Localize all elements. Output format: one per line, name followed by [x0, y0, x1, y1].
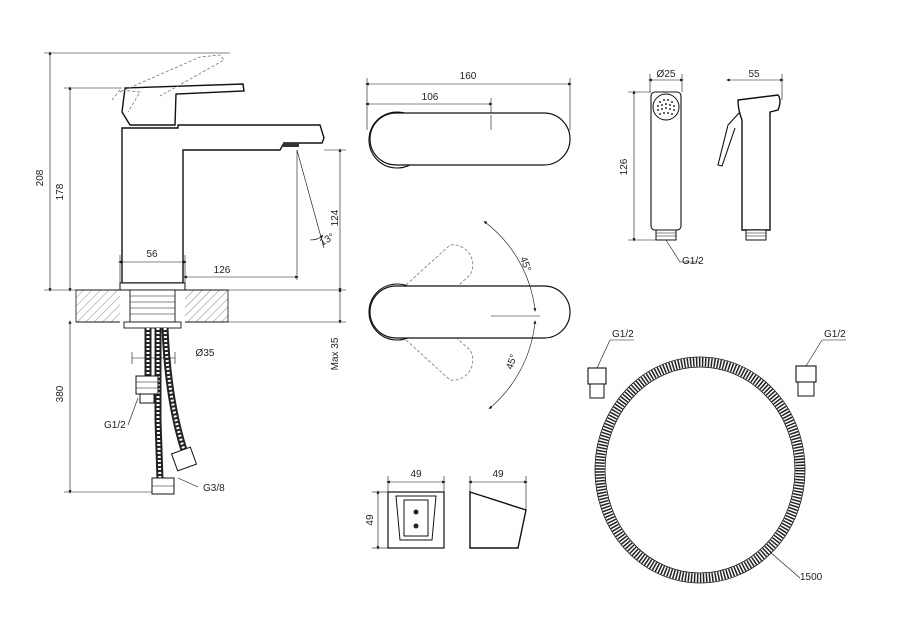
dim-handle-106: 106 — [422, 92, 439, 103]
hose-coil-view: G1/2 G1/2 1500 — [587, 329, 846, 584]
dim-handle-width: 160 — [460, 71, 477, 82]
dim-holder-front-height: 49 — [365, 514, 376, 526]
dim-holder-front-width: 49 — [410, 469, 422, 480]
dim-spout-reach: 126 — [214, 265, 231, 276]
dim-spout-angle: 13° — [318, 232, 337, 249]
label-thread-g38: G3/8 — [203, 483, 225, 494]
faucet-lever-ghost — [119, 54, 225, 97]
shower-head-views: Ø25 126 55 G1/2 — [619, 69, 784, 267]
faucet-base — [119, 282, 186, 291]
dim-shower-length: 126 — [619, 158, 630, 175]
dim-shower-depth: 55 — [748, 69, 760, 80]
handle-rotation-view: 45° 45° — [368, 220, 571, 410]
label-thread-g12: G1/2 — [104, 420, 126, 431]
label-hose-thread-right: G1/2 — [824, 329, 846, 340]
dim-hose-length: 380 — [55, 385, 66, 402]
faucet-side-view: 208 178 124 13° 56 126 Max 35 Ø35 380 G1… — [35, 51, 346, 495]
dim-shower-diameter: Ø25 — [657, 69, 676, 80]
faucet-aerator — [283, 143, 299, 147]
fitting-g38-a — [170, 446, 198, 472]
handle-lever-rotation — [369, 285, 571, 339]
dim-spout-height: 124 — [330, 209, 341, 226]
handle-lever-top — [369, 112, 571, 166]
angle-lower: 45° — [504, 353, 520, 371]
hose-coil — [595, 357, 805, 583]
dim-hose-length: 1500 — [800, 572, 823, 583]
dim-total-height: 208 — [35, 169, 46, 186]
handle-top-view: 160 106 — [365, 71, 572, 169]
hose-fitting-left — [587, 367, 607, 385]
shower-trigger — [717, 111, 741, 167]
dim-base-width: 56 — [146, 249, 158, 260]
holder-side — [469, 491, 527, 549]
holder-views: 49 49 49 — [365, 469, 528, 550]
angle-upper: 45° — [517, 255, 533, 273]
supply-hose-right — [161, 327, 188, 452]
dim-hole-diameter: Ø35 — [196, 348, 215, 359]
spray-holes — [657, 99, 675, 115]
shower-head-side — [737, 94, 781, 231]
fitting-g12 — [135, 375, 159, 395]
dim-body-height: 178 — [55, 183, 66, 200]
faucet-lever — [121, 83, 245, 126]
label-hose-thread-left: G1/2 — [612, 329, 634, 340]
dim-holder-side-width: 49 — [492, 469, 504, 480]
hose-fitting-right — [795, 365, 817, 383]
dim-max-thickness: Max 35 — [330, 337, 341, 370]
label-shower-thread: G1/2 — [682, 256, 704, 267]
